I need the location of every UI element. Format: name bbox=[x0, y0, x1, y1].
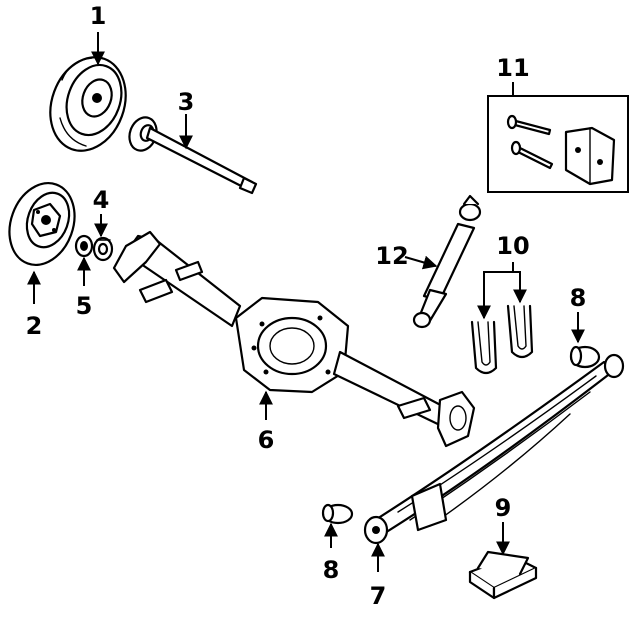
u-bolts bbox=[470, 304, 534, 375]
callout-12: 12 bbox=[375, 242, 408, 270]
leaf-spring bbox=[363, 353, 625, 545]
brake-drum bbox=[49, 56, 127, 152]
axle-seal bbox=[74, 234, 94, 258]
shock-absorber bbox=[412, 194, 482, 329]
callout-2: 2 bbox=[26, 312, 43, 340]
callout-8-rear: 8 bbox=[323, 556, 340, 584]
backing-plate bbox=[8, 182, 76, 266]
spring-plate bbox=[468, 550, 538, 600]
spring-bushing-rear bbox=[321, 503, 354, 525]
callout-labels: 1 2 3 4 5 6 7 8 8 9 10 11 12 bbox=[26, 2, 587, 610]
callout-10: 10 bbox=[496, 232, 529, 260]
wheel-bearing bbox=[92, 236, 114, 262]
callout-8-front: 8 bbox=[570, 284, 587, 312]
callout-6: 6 bbox=[258, 426, 275, 454]
callout-9: 9 bbox=[495, 494, 512, 522]
callout-4: 4 bbox=[93, 186, 110, 214]
axle-shaft bbox=[128, 116, 258, 195]
bracket-kit bbox=[487, 95, 629, 193]
callout-3: 3 bbox=[178, 88, 195, 116]
callout-5: 5 bbox=[76, 292, 93, 320]
leader-lines bbox=[27, 32, 585, 572]
axle-housing bbox=[112, 230, 476, 448]
spring-bushing-front bbox=[569, 345, 601, 369]
callout-7: 7 bbox=[370, 582, 387, 610]
callout-1: 1 bbox=[90, 2, 107, 30]
callout-11: 11 bbox=[496, 54, 529, 82]
